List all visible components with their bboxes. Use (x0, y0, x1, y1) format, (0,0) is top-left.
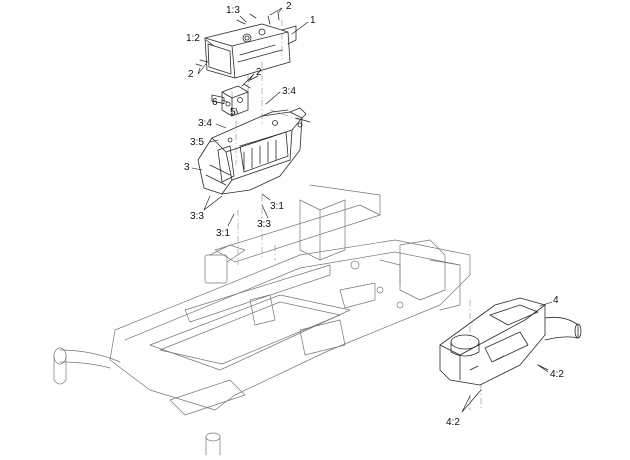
callout-1: 1 (310, 15, 316, 26)
part-5-6-bracket (221, 75, 259, 117)
callout-3-5: 3:5 (190, 137, 204, 148)
callout-3-4-left: 3:4 (198, 118, 212, 129)
callout-1-2: 1:2 (186, 33, 200, 44)
callout-4-2-right: 4:2 (550, 369, 564, 380)
callout-3-3-left: 3:3 (190, 211, 204, 222)
callout-2-mid: 2 (256, 67, 262, 78)
callout-4-2-bottom: 4:2 (446, 417, 460, 428)
callout-3-1-right: 3:1 (270, 201, 284, 212)
part-4-tank-assembly (439, 297, 582, 386)
part-3-tray-housing (197, 107, 311, 195)
callout-4: 4 (553, 295, 559, 306)
chassis-frame (53, 184, 471, 456)
leader-lines (191, 7, 553, 413)
callout-3: 3 (184, 162, 190, 173)
callout-6: 6 (212, 97, 218, 108)
callout-1-3: 1:3 (226, 5, 240, 16)
callout-2-left: 2 (188, 69, 194, 80)
callout-2-top: 2 (286, 1, 292, 12)
callout-3-3-mid: 3:3 (257, 219, 271, 230)
callout-5: 5 (230, 107, 236, 118)
part-1-control-housing (195, 11, 297, 105)
callout-3-4-right: 3:4 (282, 86, 296, 97)
alignment-lines (231, 19, 482, 411)
callout-3-1-bottom: 3:1 (216, 228, 230, 239)
